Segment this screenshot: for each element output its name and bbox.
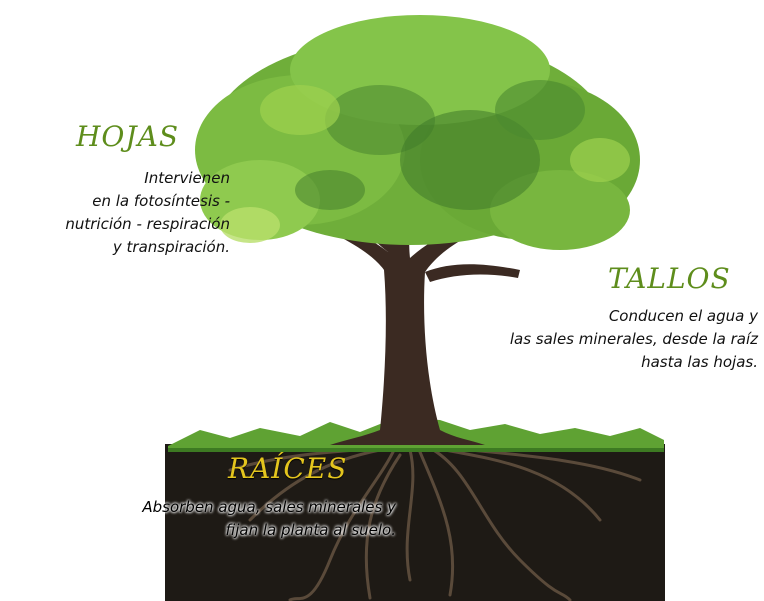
- soil-block: [165, 444, 665, 601]
- raices-description: Absorben agua, sales minerales y fijan l…: [66, 496, 396, 542]
- hojas-heading: HOJAS: [76, 120, 179, 153]
- tallos-line: las sales minerales, desde la raíz: [509, 330, 758, 348]
- tallos-line: hasta las hojas.: [641, 353, 758, 371]
- hojas-description: Intervienen en la fotosíntesis - nutrici…: [8, 167, 230, 259]
- raices-line: Absorben agua, sales minerales y: [142, 498, 396, 516]
- tree-canopy: [195, 15, 640, 250]
- hojas-line: Intervienen: [144, 169, 230, 187]
- tallos-heading: TALLOS: [608, 262, 731, 295]
- tallos-description: Conducen el agua y las sales minerales, …: [440, 305, 758, 374]
- roots: [228, 446, 642, 601]
- hojas-line: en la fotosíntesis -: [92, 192, 230, 210]
- tallos-line: Conducen el agua y: [608, 307, 758, 325]
- raices-line: fijan la planta al suelo.: [225, 521, 396, 539]
- hojas-line: nutrición - respiración: [65, 215, 230, 233]
- raices-heading: RAÍCES: [228, 452, 348, 485]
- hojas-line: y transpiración.: [112, 238, 230, 256]
